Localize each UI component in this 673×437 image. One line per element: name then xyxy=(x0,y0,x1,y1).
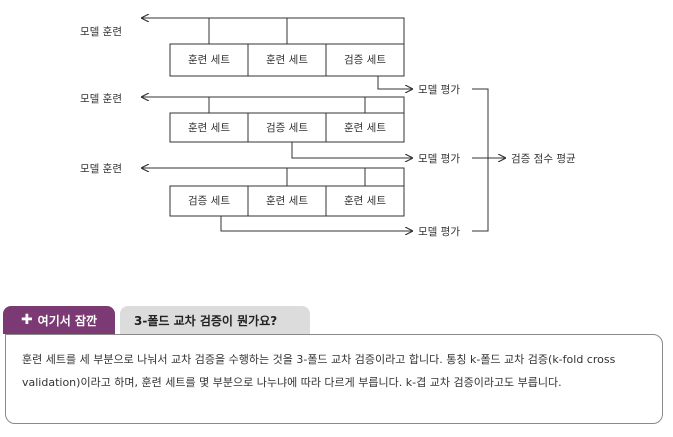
note-box: 훈련 세트를 세 부분으로 나눠서 교차 검증을 수행하는 것을 3-폴드 교차… xyxy=(5,334,663,424)
note-tab-label: 여기서 잠깐 xyxy=(37,313,98,328)
model-eval-label: 모델 평가 xyxy=(418,153,460,165)
model-train-label: 모델 훈련 xyxy=(80,162,122,175)
model-eval-label: 모델 평가 xyxy=(418,226,460,238)
fold-3: 모델 훈련 검증 세트 훈련 세트 훈련 세트 모델 평가 xyxy=(80,162,460,238)
fold-3-cell-1: 검증 세트 xyxy=(188,195,230,207)
fold-3-cell-2: 훈련 세트 xyxy=(266,194,308,207)
fold-1: 모델 훈련 훈련 세트 훈련 세트 검증 세트 모델 평가 xyxy=(80,18,460,96)
model-train-label: 모델 훈련 xyxy=(80,25,122,38)
fold-2-cell-2: 검증 세트 xyxy=(266,122,308,134)
note-title: 3-폴드 교차 검증이 뭔가요? xyxy=(134,313,278,328)
note-body: 훈련 세트를 세 부분으로 나눠서 교차 검증을 수행하는 것을 3-폴드 교차… xyxy=(22,353,616,389)
average-bracket: 검증 점수 평균 xyxy=(472,88,576,232)
model-train-label: 모델 훈련 xyxy=(80,92,122,105)
average-score-label: 검증 점수 평균 xyxy=(511,153,576,165)
note-title-tab: 3-폴드 교차 검증이 뭔가요? xyxy=(120,306,310,334)
fold-1-cell-1: 훈련 세트 xyxy=(188,53,230,66)
plus-icon: ✚ xyxy=(20,312,33,328)
model-eval-label: 모델 평가 xyxy=(418,84,460,96)
fold-2: 모델 훈련 훈련 세트 검증 세트 훈련 세트 모델 평가 xyxy=(80,92,460,165)
fold-2-cell-1: 훈련 세트 xyxy=(188,121,230,134)
cross-validation-diagram: 모델 훈련 훈련 세트 훈련 세트 검증 세트 모델 평가 모델 훈련 훈련 세… xyxy=(80,0,576,238)
fold-1-cell-2: 훈련 세트 xyxy=(266,53,308,66)
fold-2-cell-3: 훈련 세트 xyxy=(344,121,386,134)
note-tab: ✚ 여기서 잠깐 xyxy=(3,306,115,334)
fold-3-cell-3: 훈련 세트 xyxy=(344,194,386,207)
fold-1-cell-3: 검증 세트 xyxy=(344,54,386,66)
